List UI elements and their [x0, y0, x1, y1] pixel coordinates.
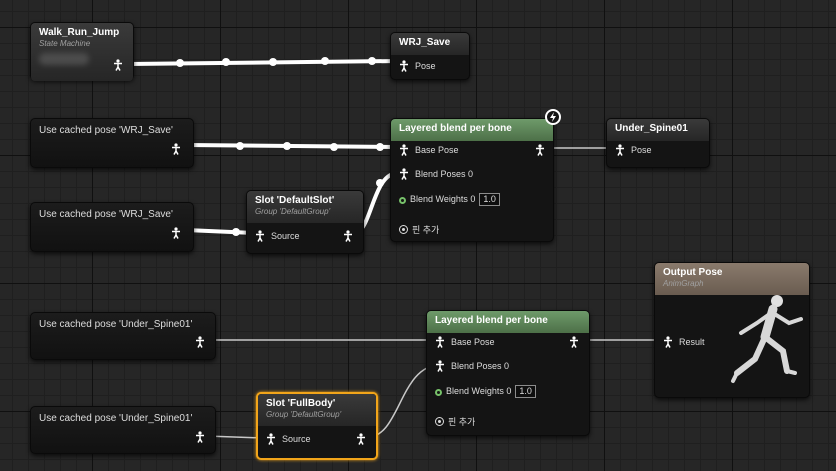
wire-dot: [321, 57, 329, 65]
wrj-save-node[interactable]: WRJ_Save Pose: [390, 32, 470, 80]
float-pin-icon[interactable]: [399, 197, 406, 204]
base-pose-label: Base Pose: [451, 337, 495, 347]
pose-figure-icon[interactable]: [356, 433, 366, 445]
blend-poses-label: Blend Poses 0: [415, 169, 474, 179]
blend-poses-label: Blend Poses 0: [451, 361, 510, 371]
state-machine-subtitle: State Machine: [39, 39, 91, 48]
layered-blend-title: Layered blend per bone: [435, 315, 548, 326]
wire-dot: [376, 143, 384, 151]
pose-figure-icon[interactable]: [195, 431, 205, 443]
wire-dot: [376, 179, 384, 187]
wrj-save-title: WRJ_Save: [399, 37, 451, 48]
under-spine01-pose-label: Pose: [631, 145, 652, 155]
slot-source-label: Source: [271, 231, 300, 241]
wire-dot: [176, 59, 184, 67]
slot-fullbody-node[interactable]: Slot 'FullBody' Group 'DefaultGroup' Sou…: [256, 392, 378, 460]
slot-default-subtitle: Group 'DefaultGroup': [255, 207, 331, 216]
cached-pose-wrj-save-node[interactable]: Use cached pose 'WRJ_Save': [30, 202, 194, 252]
output-pose-subtitle: AnimGraph: [663, 279, 704, 288]
state-machine-preview: [39, 53, 89, 65]
add-pin-icon: [399, 225, 408, 234]
add-pin-icon: [435, 417, 444, 426]
cached-pose-label: Use cached pose 'Under_Spine01': [39, 413, 193, 424]
output-pose-title: Output Pose: [663, 267, 723, 278]
cached-pose-under-spine-node[interactable]: Use cached pose 'Under_Spine01': [30, 312, 216, 360]
wrj-save-pose-pin-label: Pose: [415, 61, 436, 71]
layered-blend-title: Layered blend per bone: [399, 123, 512, 134]
pose-figure-icon[interactable]: [195, 336, 205, 348]
output-pose-header: Output Pose AnimGraph: [655, 263, 809, 295]
pose-figure-icon[interactable]: [399, 168, 409, 180]
wire-dot: [269, 58, 277, 66]
add-pin-button[interactable]: 핀 추가: [399, 223, 439, 236]
float-pin-icon[interactable]: [435, 389, 442, 396]
layered-blend-node[interactable]: Layered blend per bone Base Pose Blend P…: [390, 118, 554, 242]
pose-figure-icon[interactable]: [266, 433, 276, 445]
under-spine01-title: Under_Spine01: [615, 123, 688, 134]
add-pin-label: 핀 추가: [448, 417, 476, 427]
running-mannequin-icon: [729, 293, 807, 394]
pose-figure-icon[interactable]: [399, 60, 409, 72]
wire-dot: [283, 142, 291, 150]
state-machine-node[interactable]: Walk_Run_Jump State Machine: [30, 22, 134, 81]
slot-source-label: Source: [282, 434, 311, 444]
slot-fullbody-subtitle: Group 'DefaultGroup': [266, 410, 342, 419]
layered-blend-header: Layered blend per bone: [427, 311, 589, 333]
pose-figure-icon[interactable]: [171, 143, 181, 155]
pose-figure-icon[interactable]: [663, 336, 673, 348]
add-pin-button[interactable]: 핀 추가: [435, 415, 475, 428]
pose-figure-icon[interactable]: [343, 230, 353, 242]
pose-figure-icon[interactable]: [435, 336, 445, 348]
layered-blend-node[interactable]: Layered blend per bone Base Pose Blend P…: [426, 310, 590, 436]
blend-weights-input[interactable]: 1.0: [479, 193, 500, 206]
wire-state-machine-to-wrj-save: [126, 59, 400, 66]
wire-cached-wrj-to-layered-base: [184, 143, 400, 149]
under-spine01-node[interactable]: Under_Spine01 Pose: [606, 118, 710, 168]
base-pose-label: Base Pose: [415, 145, 459, 155]
state-machine-header: Walk_Run_Jump State Machine: [31, 23, 133, 81]
pose-figure-icon[interactable]: [399, 144, 409, 156]
slot-default-title: Slot 'DefaultSlot': [255, 195, 335, 206]
pose-figure-icon[interactable]: [113, 59, 123, 71]
cached-pose-label: Use cached pose 'WRJ_Save': [39, 125, 173, 136]
slot-default-node[interactable]: Slot 'DefaultSlot' Group 'DefaultGroup' …: [246, 190, 364, 254]
blend-weights-input[interactable]: 1.0: [515, 385, 536, 398]
wire-cached-wrj-to-slot: [184, 228, 256, 235]
wire-dot: [330, 143, 338, 151]
wire-dot: [368, 57, 376, 65]
pose-figure-icon[interactable]: [435, 360, 445, 372]
blend-weights-label: Blend Weights 0: [410, 194, 476, 204]
pose-figure-icon[interactable]: [615, 144, 625, 156]
wire-dot: [232, 228, 240, 236]
cached-pose-label: Use cached pose 'Under_Spine01': [39, 319, 193, 330]
layered-blend-header: Layered blend per bone: [391, 119, 553, 141]
slot-fullbody-header: Slot 'FullBody' Group 'DefaultGroup': [258, 394, 376, 426]
output-pose-node[interactable]: Output Pose AnimGraph Result: [654, 262, 810, 398]
pose-figure-icon[interactable]: [569, 336, 579, 348]
cached-pose-under-spine-node[interactable]: Use cached pose 'Under_Spine01': [30, 406, 216, 454]
slot-fullbody-title: Slot 'FullBody': [266, 398, 336, 409]
slot-default-header: Slot 'DefaultSlot' Group 'DefaultGroup': [247, 191, 363, 223]
wire-dot: [222, 58, 230, 66]
cached-pose-wrj-save-node[interactable]: Use cached pose 'WRJ_Save': [30, 118, 194, 168]
pose-figure-icon[interactable]: [171, 227, 181, 239]
pose-figure-icon[interactable]: [535, 144, 545, 156]
output-result-label: Result: [679, 337, 705, 347]
cached-pose-label: Use cached pose 'WRJ_Save': [39, 209, 173, 220]
lightning-bolt-icon: [545, 109, 561, 125]
add-pin-label: 핀 추가: [412, 225, 440, 235]
wrj-save-header: WRJ_Save: [391, 33, 469, 55]
blend-weights-label: Blend Weights 0: [446, 386, 512, 396]
pose-figure-icon[interactable]: [255, 230, 265, 242]
state-machine-title: Walk_Run_Jump: [39, 27, 120, 38]
wire-dot: [236, 142, 244, 150]
under-spine01-header: Under_Spine01: [607, 119, 709, 141]
